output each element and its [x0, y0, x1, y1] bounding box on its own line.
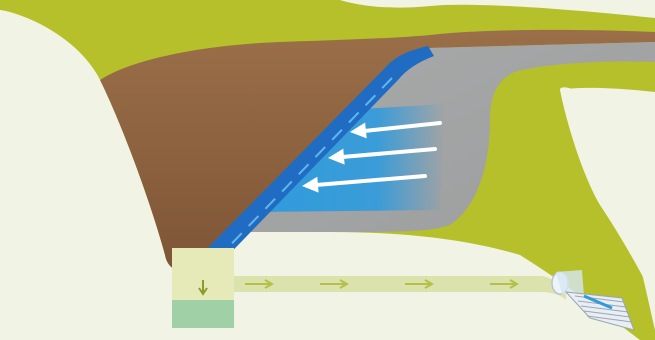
drain-soak-box [172, 300, 234, 328]
